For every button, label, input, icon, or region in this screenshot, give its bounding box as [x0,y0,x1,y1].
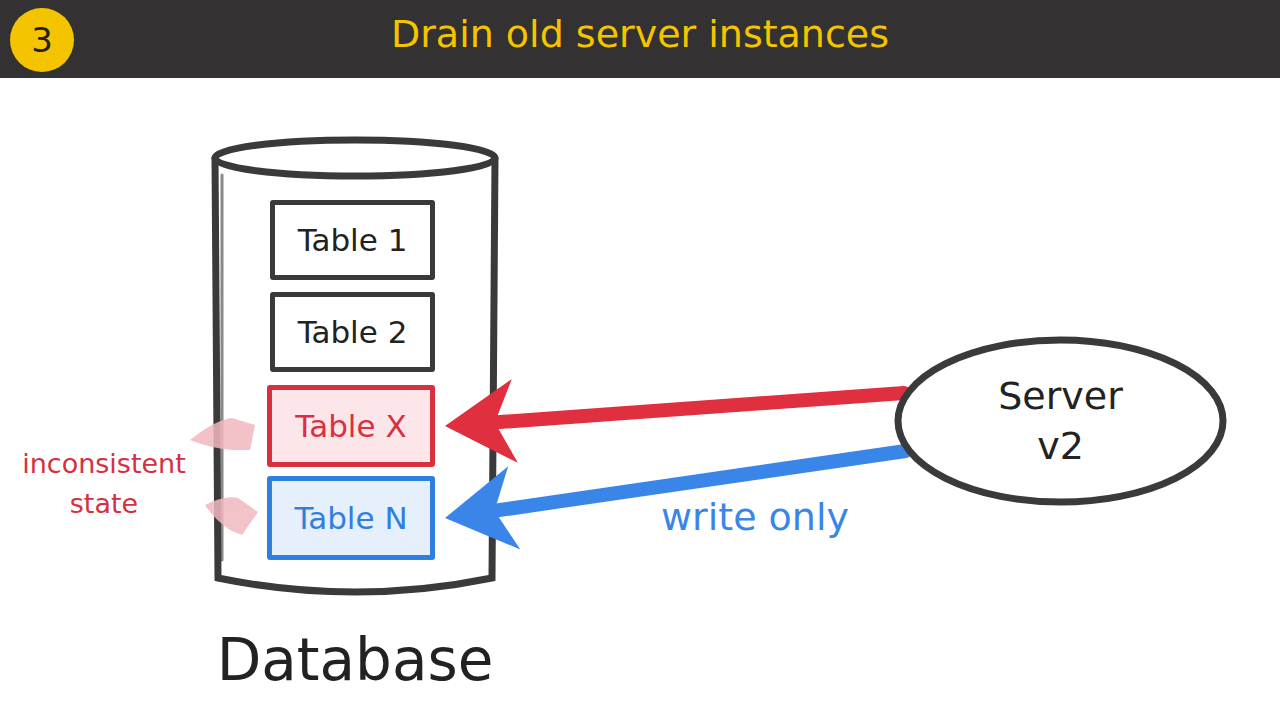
table-box: Table N [267,476,435,560]
arrow-line [490,393,904,423]
note-label: inconsistent state [14,444,194,524]
table-name: Table X [295,408,406,444]
table-box: Table 2 [270,292,435,372]
table-name: Table N [294,500,407,536]
arrow-head [445,379,518,463]
table-box: Table X [267,385,435,467]
database: Database Table 1 Table 2 Table X Table N [205,140,505,710]
callout-circle [10,8,74,72]
arrow-head [445,466,520,549]
node-text: Server v2 [976,371,1146,471]
database-label: Database [205,620,505,700]
server-node: Server v2 [893,335,1228,507]
table-box: Table 1 [270,200,435,280]
page-title: Drain old server instances [150,12,1130,56]
ellipse-shape [898,340,1223,502]
pointer-blob [190,418,258,535]
table-name: Table 2 [298,314,408,350]
ellipse-outline [893,335,1228,507]
table-name: Table 1 [298,222,408,258]
arrow-connector [445,379,904,463]
callout-number: 3 [10,16,74,64]
database-cylinder [215,140,495,592]
arrow-connector [445,451,906,549]
edge-label: write only [657,495,853,539]
